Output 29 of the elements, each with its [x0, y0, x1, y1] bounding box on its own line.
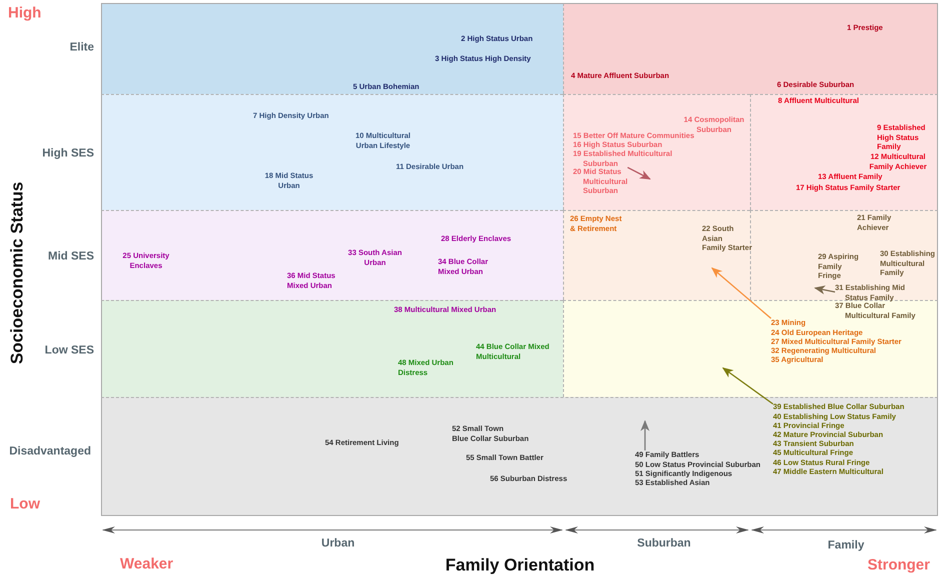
arrow — [711, 267, 772, 319]
axis-end-label: Weaker — [120, 556, 174, 572]
row-label: Disadvantaged — [9, 446, 91, 458]
region-panel — [101, 397, 938, 516]
region-panel — [101, 94, 563, 210]
row-label: Mid SES — [48, 251, 94, 263]
arrow — [722, 367, 774, 405]
arrow — [814, 286, 836, 294]
column-label: Suburban — [637, 538, 691, 550]
axis-title: Socioeconomic Status — [8, 182, 26, 364]
arrow — [640, 420, 650, 450]
axis-end-label: High — [8, 6, 42, 20]
row-label: Elite — [70, 42, 94, 54]
region-panel — [563, 3, 938, 94]
column-label: Urban — [321, 538, 355, 550]
region-panel — [101, 300, 563, 397]
region-panel — [563, 210, 750, 300]
column-label: Family — [828, 540, 864, 552]
region-panel — [750, 210, 938, 300]
axis-end-label: Stronger — [867, 558, 930, 572]
row-label: Low SES — [44, 345, 94, 357]
region-panel — [101, 210, 563, 300]
arrow — [627, 166, 651, 180]
region-panel — [563, 300, 938, 397]
region-panel — [101, 3, 563, 94]
axis-end-label: Low — [10, 496, 40, 512]
region-panel — [563, 94, 750, 210]
region-panel — [750, 94, 938, 210]
axis-title: Family Orientation — [445, 556, 595, 574]
